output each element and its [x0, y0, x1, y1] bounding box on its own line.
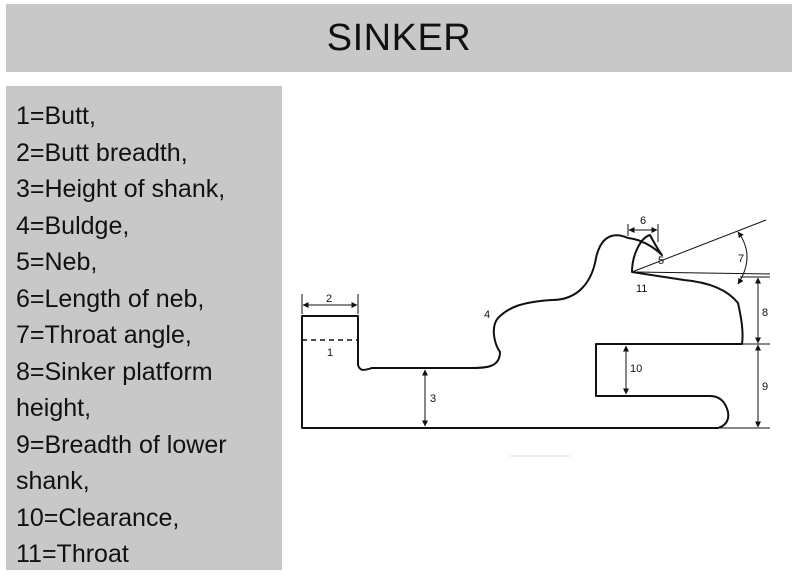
legend-item: 8=Sinker platform	[16, 357, 213, 386]
title-bar: SINKER	[6, 4, 792, 72]
throat-angle-line-lower	[631, 271, 771, 275]
legend-item: 1=Butt,	[16, 102, 96, 130]
legend-item: 7=Throat angle,	[16, 321, 192, 349]
page-title: SINKER	[326, 16, 472, 59]
label-6: 6	[640, 215, 646, 227]
label-9: 9	[762, 381, 768, 393]
label-3: 3	[430, 393, 436, 405]
throat-angle-line-upper	[631, 219, 767, 273]
legend-item: 2=Butt breadth,	[16, 138, 188, 167]
legend-item: 3=Height of shank,	[16, 175, 226, 203]
sinker-outline	[301, 234, 744, 429]
legend-item: 9=Breadth of lower	[16, 430, 227, 459]
label-2: 2	[326, 293, 332, 305]
legend-item: height,	[16, 394, 92, 422]
legend-item: 10=Clearance,	[16, 503, 180, 532]
legend-panel: 1=Butt, 2=Butt breadth, 3=Height of shan…	[6, 86, 282, 570]
label-8: 8	[762, 307, 768, 319]
label-10: 10	[630, 363, 642, 375]
legend-item: 6=Length of neb,	[16, 284, 205, 313]
legend-item: 11=Throat	[16, 540, 129, 568]
legend-item: 4=Buldge,	[16, 211, 130, 240]
throat-angle-arc	[737, 231, 748, 285]
legend-item: shank,	[16, 467, 90, 495]
label-1: 1	[327, 347, 333, 359]
sinker-diagram: 2 1 3 4 6 5 11 7 8 9 10	[301, 215, 771, 457]
legend-item: 5=Neb,	[16, 248, 98, 276]
label-11: 11	[636, 283, 647, 295]
label-4: 4	[484, 309, 490, 321]
label-7: 7	[738, 253, 744, 265]
